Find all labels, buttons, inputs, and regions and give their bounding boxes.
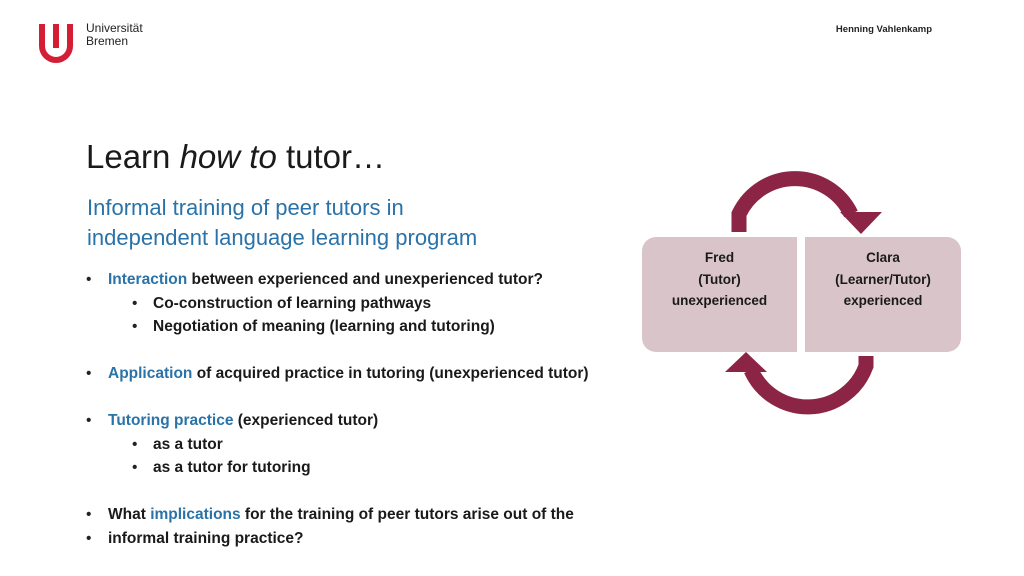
bullet-tutoring-practice-text: (experienced tutor) bbox=[233, 412, 379, 429]
fred-role: (Tutor) bbox=[698, 271, 741, 287]
university-name-line2: Bremen bbox=[86, 34, 129, 48]
bullet-application: Application of acquired practice in tuto… bbox=[86, 362, 686, 386]
bullet-tutoring-practice-highlight: Tutoring practice bbox=[108, 412, 234, 429]
subtitle-line2: independent language learning program bbox=[87, 225, 478, 250]
bullet-implications-text: for the training of peer tutors arise ou… bbox=[240, 506, 574, 523]
clara-box: Clara (Learner/Tutor) experienced bbox=[805, 237, 961, 352]
cycle-arrow-top-icon bbox=[731, 171, 882, 234]
title-emphasis: how to bbox=[179, 138, 277, 175]
bullet-implications: What implications for the training of pe… bbox=[86, 503, 686, 527]
sub-bullet-co-construction: Co-construction of learning pathways bbox=[86, 292, 686, 316]
spacer bbox=[86, 339, 686, 363]
bullet-list: Interaction between experienced and unex… bbox=[86, 268, 686, 550]
bullet-interaction-text: between experienced and unexperienced tu… bbox=[187, 271, 543, 288]
bullet-implications-line2-text: informal training practice? bbox=[108, 529, 304, 547]
bullet-interaction-highlight: Interaction bbox=[108, 271, 188, 288]
fred-box: Fred (Tutor) unexperienced bbox=[642, 237, 797, 352]
clara-role: (Learner/Tutor) bbox=[835, 271, 931, 287]
slide-title: Learn how to tutor… bbox=[86, 138, 385, 176]
sub-bullet-as-tutor: as a tutor bbox=[86, 433, 686, 457]
author-name: Henning Vahlenkamp bbox=[835, 24, 932, 35]
university-name-line1: Universität bbox=[86, 21, 143, 35]
sub-bullet-negotiation: Negotiation of meaning (learning and tut… bbox=[86, 315, 686, 339]
bullet-implications-line2: informal training practice? bbox=[86, 527, 686, 551]
spacer bbox=[86, 386, 686, 410]
clara-box-text: Clara (Learner/Tutor) experienced bbox=[805, 247, 961, 312]
university-logo-icon bbox=[39, 24, 73, 63]
cycle-arrow-bottom-icon bbox=[725, 352, 874, 415]
bullet-tutoring-practice: Tutoring practice (experienced tutor) bbox=[86, 409, 686, 433]
fred-name: Fred bbox=[704, 250, 735, 265]
fred-box-text: Fred (Tutor) unexperienced bbox=[642, 247, 797, 312]
bullet-implications-pre: What bbox=[108, 506, 151, 523]
clara-name: Clara bbox=[866, 250, 900, 265]
title-part1: Learn bbox=[86, 138, 180, 175]
fred-status: unexperienced bbox=[671, 293, 768, 308]
slide-subtitle: Informal training of peer tutors in inde… bbox=[87, 193, 607, 253]
title-part2: tutor… bbox=[276, 138, 386, 175]
bullet-implications-highlight: implications bbox=[150, 506, 241, 523]
spacer bbox=[86, 480, 686, 504]
bullet-application-text: of acquired practice in tutoring (unexpe… bbox=[192, 365, 589, 382]
clara-status: experienced bbox=[843, 293, 923, 308]
bullet-interaction: Interaction between experienced and unex… bbox=[86, 268, 686, 292]
bullet-application-highlight: Application bbox=[108, 365, 193, 382]
sub-bullet-tutor-for-tutoring: as a tutor for tutoring bbox=[86, 456, 686, 480]
subtitle-line1: Informal training of peer tutors in bbox=[87, 195, 404, 220]
university-name: Universität Bremen bbox=[86, 22, 143, 48]
